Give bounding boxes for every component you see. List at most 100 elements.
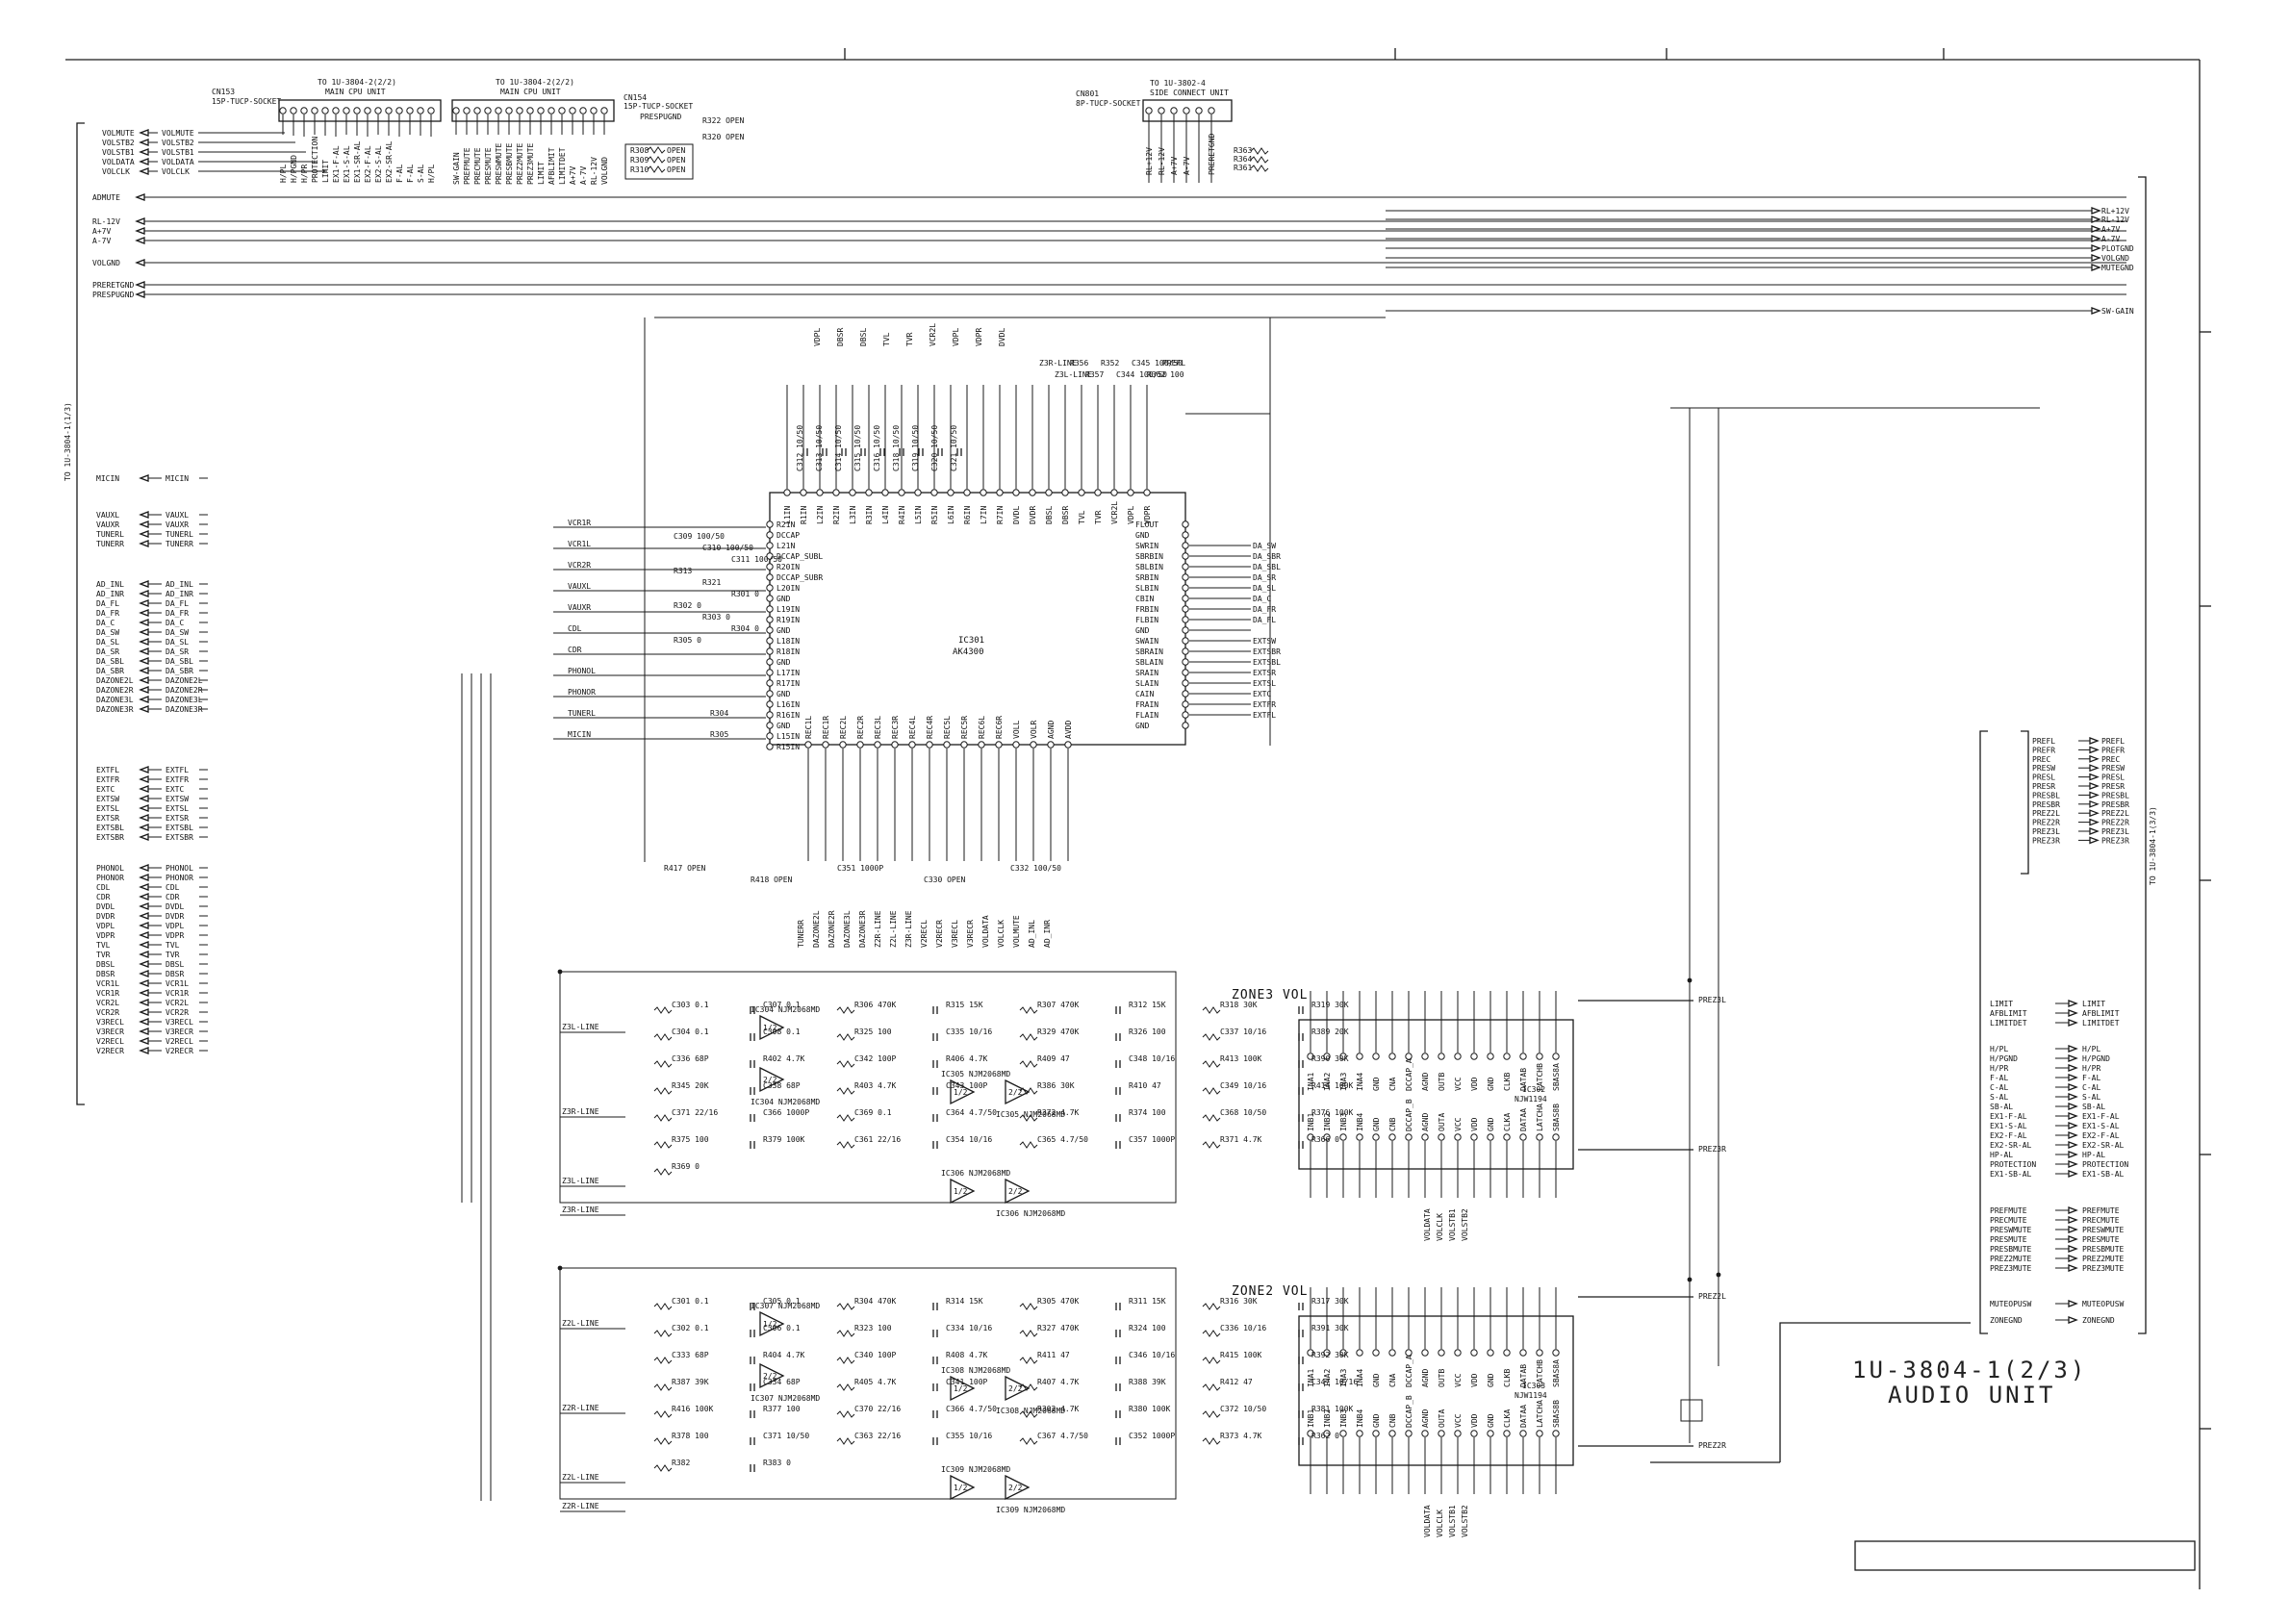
pre-output-name: PRESBR [2032, 800, 2060, 809]
zone-resistor [1019, 1114, 1038, 1122]
zone-capacitor [750, 1383, 755, 1391]
ic-pin [766, 552, 774, 560]
connector-arrow [2089, 764, 2100, 773]
zone-ctrl-net: VOLSTB1 [1448, 1208, 1457, 1241]
zone-opamp [950, 1078, 976, 1105]
zone-part-label: R306 470K [854, 1001, 897, 1009]
right-bus-name: EX2-F-AL [1990, 1131, 2027, 1140]
connector-arrow [2091, 307, 2101, 315]
ic-pin [1519, 1053, 1527, 1060]
cn153-pin-label: F-AL [406, 165, 415, 183]
ic301-input-net: VAUXR [568, 603, 591, 612]
ic-pin [766, 637, 774, 645]
zone-capacitor [1115, 1087, 1121, 1095]
vol-ic-bot-pin: GND [1487, 1413, 1495, 1428]
ic-pin [1454, 1053, 1462, 1060]
ic301-coupling-cap [937, 448, 943, 456]
cn153-pin-label: EX2-SR-AL [385, 140, 394, 183]
zone-part-label: C342 100P [854, 1054, 897, 1063]
zone-output-r: PREZ3R [1698, 1145, 1726, 1154]
zone-part-label: R374 100 [1129, 1108, 1166, 1117]
zone-part-label: R302 4.7K [1037, 1405, 1080, 1413]
cn154-resistor-value: OPEN [667, 156, 685, 165]
ic301-top-pin: VDPL [1127, 506, 1135, 524]
ic-pin [1536, 1053, 1543, 1060]
cn-mid-pin-label: PRESWMUTE [495, 142, 503, 185]
ic301-top-right-part: C344 100/50 [1116, 370, 1167, 379]
left-input-net: VCR2R [165, 1008, 189, 1017]
zone-part-label: C357 1000P [1129, 1135, 1175, 1144]
connector-arrow [2068, 1160, 2078, 1168]
zone-part-label: C341 100P [946, 1378, 988, 1386]
left-input-net: TVL [165, 941, 180, 950]
left-input-net: VAUXL [165, 511, 189, 520]
left-input-name: MICIN [96, 474, 119, 483]
ic-pin [311, 107, 318, 114]
zone-opamp-label: IC309 NJM2068MD [941, 1465, 1010, 1474]
right-bus-name: MUTEOPUSW [1990, 1300, 2032, 1308]
pre-output-name: PRESW [2032, 764, 2055, 773]
connector-arrow [135, 193, 145, 201]
zone-line-label: Z3L-LINE [562, 1177, 599, 1185]
ic301-right-pin: SWRIN [1135, 542, 1158, 550]
connector-arrow [139, 511, 149, 519]
ic301-coupling-cap-label: C313 10/50 [815, 425, 824, 471]
vol-ic-bot-pin: VDD [1470, 1117, 1479, 1131]
ic301-right-pin: FLAIN [1135, 711, 1158, 720]
right-bus-net: S-AL [2082, 1093, 2100, 1102]
connector-arrow [139, 902, 149, 910]
ic301-left-part: R302 0 [674, 601, 701, 610]
ic-pin [960, 741, 968, 749]
ic-pin [1307, 1053, 1314, 1060]
ic-pin [1012, 741, 1020, 749]
zone-part-label: R307 470K [1037, 1001, 1080, 1009]
left-input-net: TUNERL [165, 530, 193, 539]
zone-part-label: C340 100P [854, 1351, 897, 1359]
ic-pin [963, 489, 971, 496]
vol-ic-top-pin: CLKB [1503, 1073, 1512, 1091]
zone-output-l: PREZ2L [1698, 1292, 1726, 1301]
zone-resistor [653, 1087, 673, 1095]
cn-mid-pin-label: AFBLIMIT [547, 147, 556, 185]
left-input-net: TVR [165, 951, 180, 959]
ic-pin [914, 489, 922, 496]
ic301-top-pin: R3IN [865, 506, 874, 524]
zone-resistor [1202, 1060, 1221, 1068]
right-bus-net: PRESMUTE [2082, 1235, 2120, 1244]
vol-ic-bot-pin: INB2 [1323, 1409, 1332, 1428]
cn154-resistor [647, 146, 666, 154]
ic301-top-pin: L3IN [849, 506, 857, 524]
ic301-top-pin: DBSR [1061, 506, 1070, 524]
ic301-left-pin: R18IN [776, 647, 800, 656]
cn801-pin-label: A+7V [1170, 157, 1179, 175]
connector-arrow [139, 1047, 149, 1054]
ic301-part: AK4300 [953, 647, 984, 657]
ic301-left-part: R321 [702, 578, 721, 587]
ic-pin [839, 741, 847, 749]
zone-capacitor [932, 1330, 938, 1337]
ic301-coupling-cap-label: C320 10/50 [930, 425, 939, 471]
ic301-top-right-part: C345 100/50 [1132, 359, 1183, 368]
ic-pin [1372, 1349, 1380, 1357]
ic-pin [980, 489, 987, 496]
cn-mid-pin-label: PREFMUTE [463, 147, 471, 185]
ic301-bottom-net: DAZONE3R [858, 910, 867, 948]
pre-output-name: PREZ3L [2032, 827, 2060, 836]
ic-pin [1143, 489, 1151, 496]
ic301-left-pin: L16IN [776, 700, 800, 709]
ic-pin [766, 520, 774, 528]
ic-pin [822, 741, 829, 749]
cn801-ref: CN801 [1076, 89, 1099, 98]
connector-arrow [139, 893, 149, 901]
vol-ic-bot-pin: INB1 [1307, 1113, 1315, 1131]
right-power-name: VOLGND [2101, 254, 2129, 263]
zone-resistor [1202, 1437, 1221, 1445]
zone-resistor [653, 1437, 673, 1445]
ic-pin [804, 741, 812, 749]
ic301-top-net: TVL [882, 332, 891, 346]
left-input-net: EXTFR [165, 775, 189, 784]
zone-part-label: C363 22/16 [854, 1432, 901, 1440]
left-input-name: V2RECL [96, 1037, 124, 1046]
ic-pin [1356, 1133, 1363, 1141]
zone-resistor [1019, 1060, 1038, 1068]
